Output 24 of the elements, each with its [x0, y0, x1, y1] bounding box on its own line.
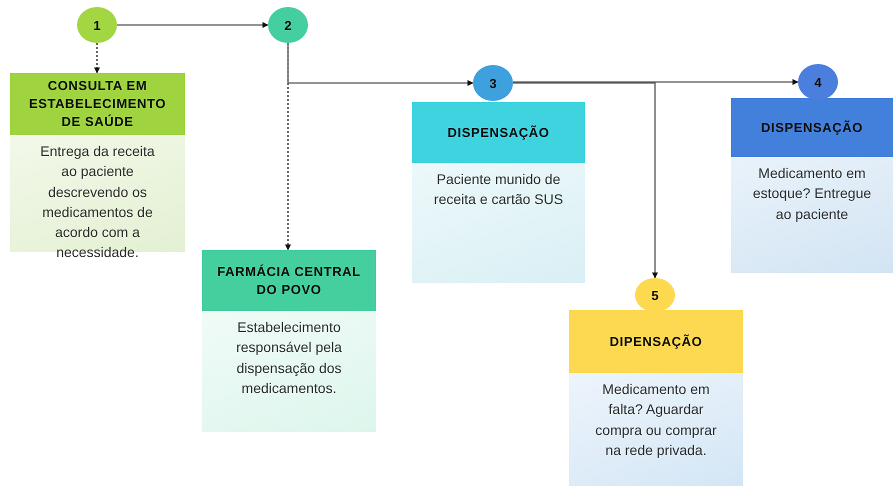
description-text: Medicamento em estoque? Entregue ao paciente	[752, 164, 872, 224]
process-card	[412, 102, 585, 283]
step-circle: 3	[473, 65, 513, 101]
card-header: FARMÁCIA CENTRAL DO POVO	[202, 250, 376, 311]
step-circle: 2	[268, 7, 308, 43]
arrow	[117, 22, 268, 28]
description-text: Estabelecimento responsável pela dispensação dos medicamentos.	[235, 318, 343, 398]
step-circle: 1	[77, 7, 117, 43]
card-header: DISPENSAÇÃO	[412, 102, 585, 163]
arrow	[513, 79, 798, 85]
arrow	[513, 82, 658, 278]
process-card	[731, 98, 893, 273]
description-text: Entrega da receita ao paciente descrevendo os medicamentos de acordo com a necessidade.	[39, 142, 156, 262]
description-text: Medicamento em falta? Aguardar compra ou comprar na rede privada.	[594, 380, 718, 460]
description-text: Paciente munido de receita e cartão SUS	[432, 170, 564, 210]
process-card	[569, 310, 743, 486]
arrow	[94, 43, 100, 74]
card-header: DISPENSAÇÃO	[731, 98, 893, 157]
step-circle: 4	[798, 64, 838, 100]
arrow	[287, 43, 474, 86]
process-card	[202, 250, 376, 432]
step-circle: 5	[635, 278, 675, 312]
card-header: CONSULTA EM ESTABELECIMENTO DE SAÚDE	[10, 73, 185, 135]
card-header: DIPENSAÇÃO	[569, 310, 743, 373]
